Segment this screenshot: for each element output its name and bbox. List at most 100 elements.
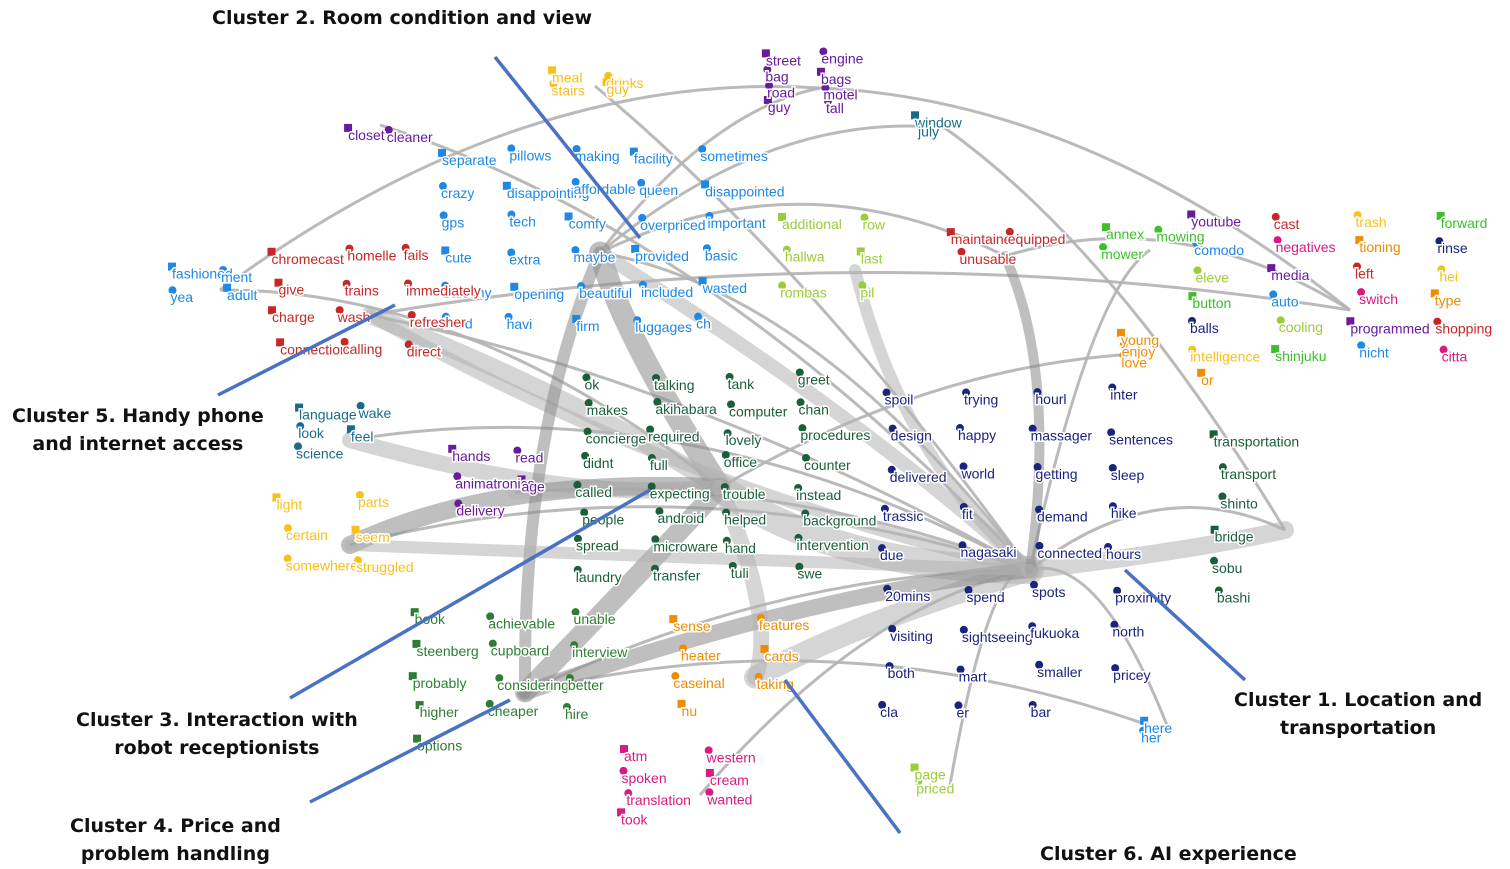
edge-line (379, 123, 1032, 572)
word-hand: hand (725, 540, 756, 556)
edge-band (518, 246, 606, 699)
node-square (572, 314, 581, 323)
word-cute: cute (445, 249, 472, 265)
node-dot (1028, 700, 1037, 709)
node-square (408, 672, 417, 681)
node-square (1210, 525, 1219, 534)
word-struggled: struggled (356, 559, 414, 575)
cluster-6-label: Cluster 6. AI experience (1040, 840, 1297, 868)
word-trying: trying (964, 392, 998, 408)
word-nicht: nicht (1359, 344, 1389, 360)
word-maintained: maintained (951, 231, 1020, 247)
node-square (602, 78, 611, 87)
word-sleep: sleep (1111, 467, 1145, 483)
node-dot (916, 120, 925, 129)
edge-line (1004, 237, 1351, 312)
word-massager: massager (1031, 428, 1093, 444)
word-queen: queen (639, 182, 678, 198)
edge-line (1029, 506, 1286, 572)
word-trouble: trouble (723, 486, 766, 502)
node-dot (584, 398, 593, 407)
word-trash: trash (1356, 214, 1387, 230)
cluster-2-label: Cluster 2. Room condition and view (212, 4, 592, 32)
node-dot (821, 83, 830, 92)
word-equipped: equipped (1008, 231, 1066, 247)
edge-band (1021, 521, 1294, 579)
word-interview: interview (572, 644, 628, 660)
word-called: called (575, 484, 612, 500)
edge-line (944, 126, 1287, 531)
node-dot (283, 524, 292, 533)
node-dot (283, 554, 292, 563)
node-dot (574, 534, 583, 543)
node-dot (883, 584, 892, 593)
word-expecting: expecting (650, 485, 710, 501)
word-media: media (1271, 267, 1309, 283)
node-square (415, 701, 424, 710)
node-dot (1357, 341, 1366, 350)
node-dot (1210, 556, 1219, 565)
node-dot (860, 213, 869, 222)
word-shinjuku: shinjuku (1275, 348, 1326, 364)
node-dot (888, 624, 897, 633)
node-dot (504, 312, 513, 321)
word-rinse: rinse (1437, 240, 1468, 256)
node-square (1209, 430, 1218, 439)
node-dot (671, 672, 680, 681)
word-annex: annex (1106, 226, 1144, 242)
cluster-3-label-line-1: Cluster 3. Interaction with (76, 709, 358, 731)
node-square (510, 282, 519, 291)
word-look: look (298, 425, 325, 441)
word-somewhere: somewhere (286, 557, 359, 573)
edge-band (1000, 251, 1045, 575)
node-dot (604, 71, 613, 80)
cluster-1-label-line-2: transportation (1280, 717, 1437, 739)
word-read: read (515, 450, 543, 466)
node-dot (655, 507, 664, 516)
node-square (1116, 328, 1125, 337)
cluster-2-label-line-1: Cluster 2. Room condition and view (212, 7, 593, 29)
word-forward: forward (1441, 215, 1488, 231)
word-programmed: programmed (1350, 320, 1429, 336)
word-sightseeing: sightseeing (962, 629, 1033, 645)
word-bridge: bridge (1215, 529, 1254, 545)
node-dot (652, 373, 661, 382)
node-dot (1028, 622, 1037, 631)
node-square (760, 644, 769, 653)
node-dot (653, 397, 662, 406)
word-hours: hours (1106, 546, 1141, 562)
word-design: design (891, 428, 932, 444)
word-hourl: hourl (1035, 391, 1066, 407)
node-square (351, 525, 360, 534)
word-20mins: 20mins (885, 588, 930, 604)
node-square (1197, 368, 1206, 377)
node-dot (438, 182, 447, 191)
word-world: world (960, 465, 994, 481)
node-dot (1271, 212, 1280, 221)
word-chan: chan (799, 401, 829, 417)
word-instead: instead (796, 487, 841, 503)
node-square (1101, 223, 1110, 232)
word-fukuoka: fukuoka (1030, 625, 1079, 641)
node-square (548, 66, 557, 75)
word-bashi: bashi (1217, 590, 1250, 606)
word-wanted: wanted (706, 791, 752, 807)
word-sobu: sobu (1212, 560, 1242, 576)
node-dot (573, 480, 582, 489)
node-dot (1188, 345, 1197, 354)
node-dot (1192, 239, 1201, 248)
node-dot (1110, 620, 1119, 629)
node-dot (495, 674, 504, 683)
cluster-6-label-line-1: Cluster 6. AI experience (1040, 843, 1297, 865)
cluster-5-label-line-1: Cluster 5. Handy phone (12, 405, 264, 427)
node-dot (647, 454, 656, 463)
word-affordable: affordable (574, 181, 636, 197)
word-shinto: shinto (1220, 495, 1258, 511)
node-dot (454, 499, 463, 508)
word-delivered: delivered (890, 469, 947, 485)
cluster-5-label: Cluster 5. Handy phone and internet acce… (12, 402, 264, 458)
node-square (677, 699, 686, 708)
word-maybe: maybe (573, 249, 615, 265)
node-dot (353, 556, 362, 565)
